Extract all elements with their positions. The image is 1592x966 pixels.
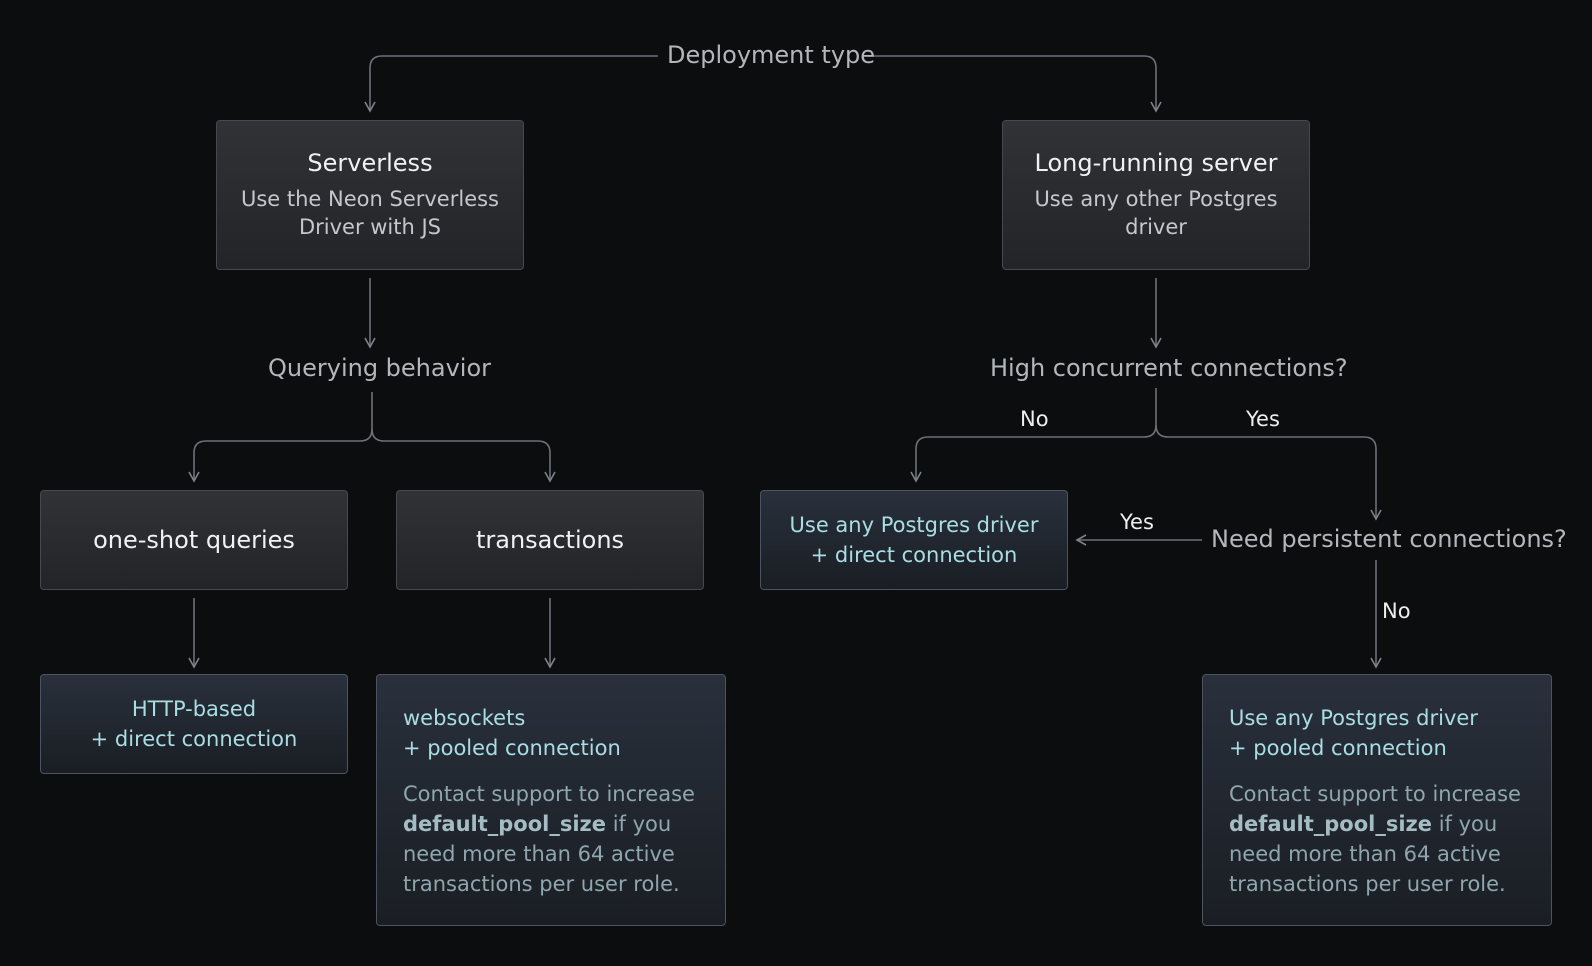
- long-running-box: Long-running server Use any other Postgr…: [1002, 120, 1310, 270]
- websockets-result-line2: + pooled connection: [403, 736, 621, 760]
- default-pool-size-term: default_pool_size: [403, 812, 607, 836]
- edge-concurrent-no: [910, 388, 1157, 483]
- one-shot-queries-label: one-shot queries: [93, 525, 295, 554]
- edge-deployment-to-long-running: [868, 55, 1162, 113]
- direct-result-line1: Use any Postgres driver: [789, 513, 1039, 537]
- default-pool-size-term: default_pool_size: [1229, 812, 1433, 836]
- edge-deployment-to-serverless: [364, 55, 658, 113]
- serverless-subtitle-line1: Use the Neon Serverless: [240, 187, 499, 212]
- serverless-subtitle-line2: Driver with JS: [298, 215, 442, 240]
- pooled-note-line1: Contact support to increase: [1229, 782, 1521, 806]
- long-running-title: Long-running server: [1034, 148, 1278, 177]
- pooled-result-line2: + pooled connection: [1229, 736, 1447, 760]
- long-running-subtitle-line2: driver: [1125, 215, 1187, 240]
- http-result-line2: + direct connection: [90, 727, 298, 751]
- persistent-no-label: No: [1382, 599, 1411, 623]
- concurrent-yes-label: Yes: [1246, 407, 1280, 431]
- pooled-note-line4: transactions per user role.: [1229, 872, 1506, 896]
- pooled-note-line2: default_pool_size if you: [1229, 812, 1498, 836]
- pooled-pool-note: Contact support to increase default_pool…: [1229, 779, 1521, 899]
- pooled-result-line1: Use any Postgres driver: [1229, 706, 1478, 730]
- concurrent-no-label: No: [1020, 407, 1049, 431]
- pooled-connection-result-box: Use any Postgres driver + pooled connect…: [1202, 674, 1552, 926]
- querying-behavior-label: Querying behavior: [268, 354, 492, 382]
- long-running-subtitle-line1: Use any other Postgres: [1034, 187, 1278, 212]
- websockets-note-line4: transactions per user role.: [403, 872, 680, 896]
- direct-result-line2: + direct connection: [810, 543, 1018, 567]
- websockets-result-line1: websockets: [403, 706, 526, 730]
- websockets-note-line2: default_pool_size if you: [403, 812, 672, 836]
- direct-connection-result-box: Use any Postgres driver + direct connect…: [760, 490, 1068, 590]
- serverless-title: Serverless: [307, 148, 433, 177]
- persistent-yes-label: Yes: [1120, 510, 1154, 534]
- need-persistent-label: Need persistent connections?: [1211, 525, 1567, 553]
- edge-querying-to-one-shot: [188, 392, 373, 483]
- http-result-line1: HTTP-based: [131, 697, 257, 721]
- high-concurrent-label: High concurrent connections?: [990, 354, 1348, 382]
- long-running-subtitle: Use any other Postgres driver: [1034, 185, 1277, 241]
- serverless-subtitle: Use the Neon Serverless Driver with JS: [241, 185, 499, 241]
- serverless-box: Serverless Use the Neon Serverless Drive…: [216, 120, 524, 270]
- websockets-pool-note: Contact support to increase default_pool…: [403, 779, 695, 899]
- transactions-box: transactions: [396, 490, 704, 590]
- pooled-note-line3: need more than 64 active: [1229, 842, 1501, 866]
- edge-concurrent-yes: [1155, 424, 1382, 521]
- http-result-box: HTTP-based + direct connection: [40, 674, 348, 774]
- transactions-label: transactions: [475, 525, 625, 554]
- deployment-type-label: Deployment type: [667, 41, 876, 69]
- one-shot-queries-box: one-shot queries: [40, 490, 348, 590]
- websockets-result-box: websockets + pooled connection Contact s…: [376, 674, 726, 926]
- edge-querying-to-transactions: [371, 428, 556, 483]
- websockets-note-line1: Contact support to increase: [403, 782, 695, 806]
- websockets-note-line3: need more than 64 active: [403, 842, 675, 866]
